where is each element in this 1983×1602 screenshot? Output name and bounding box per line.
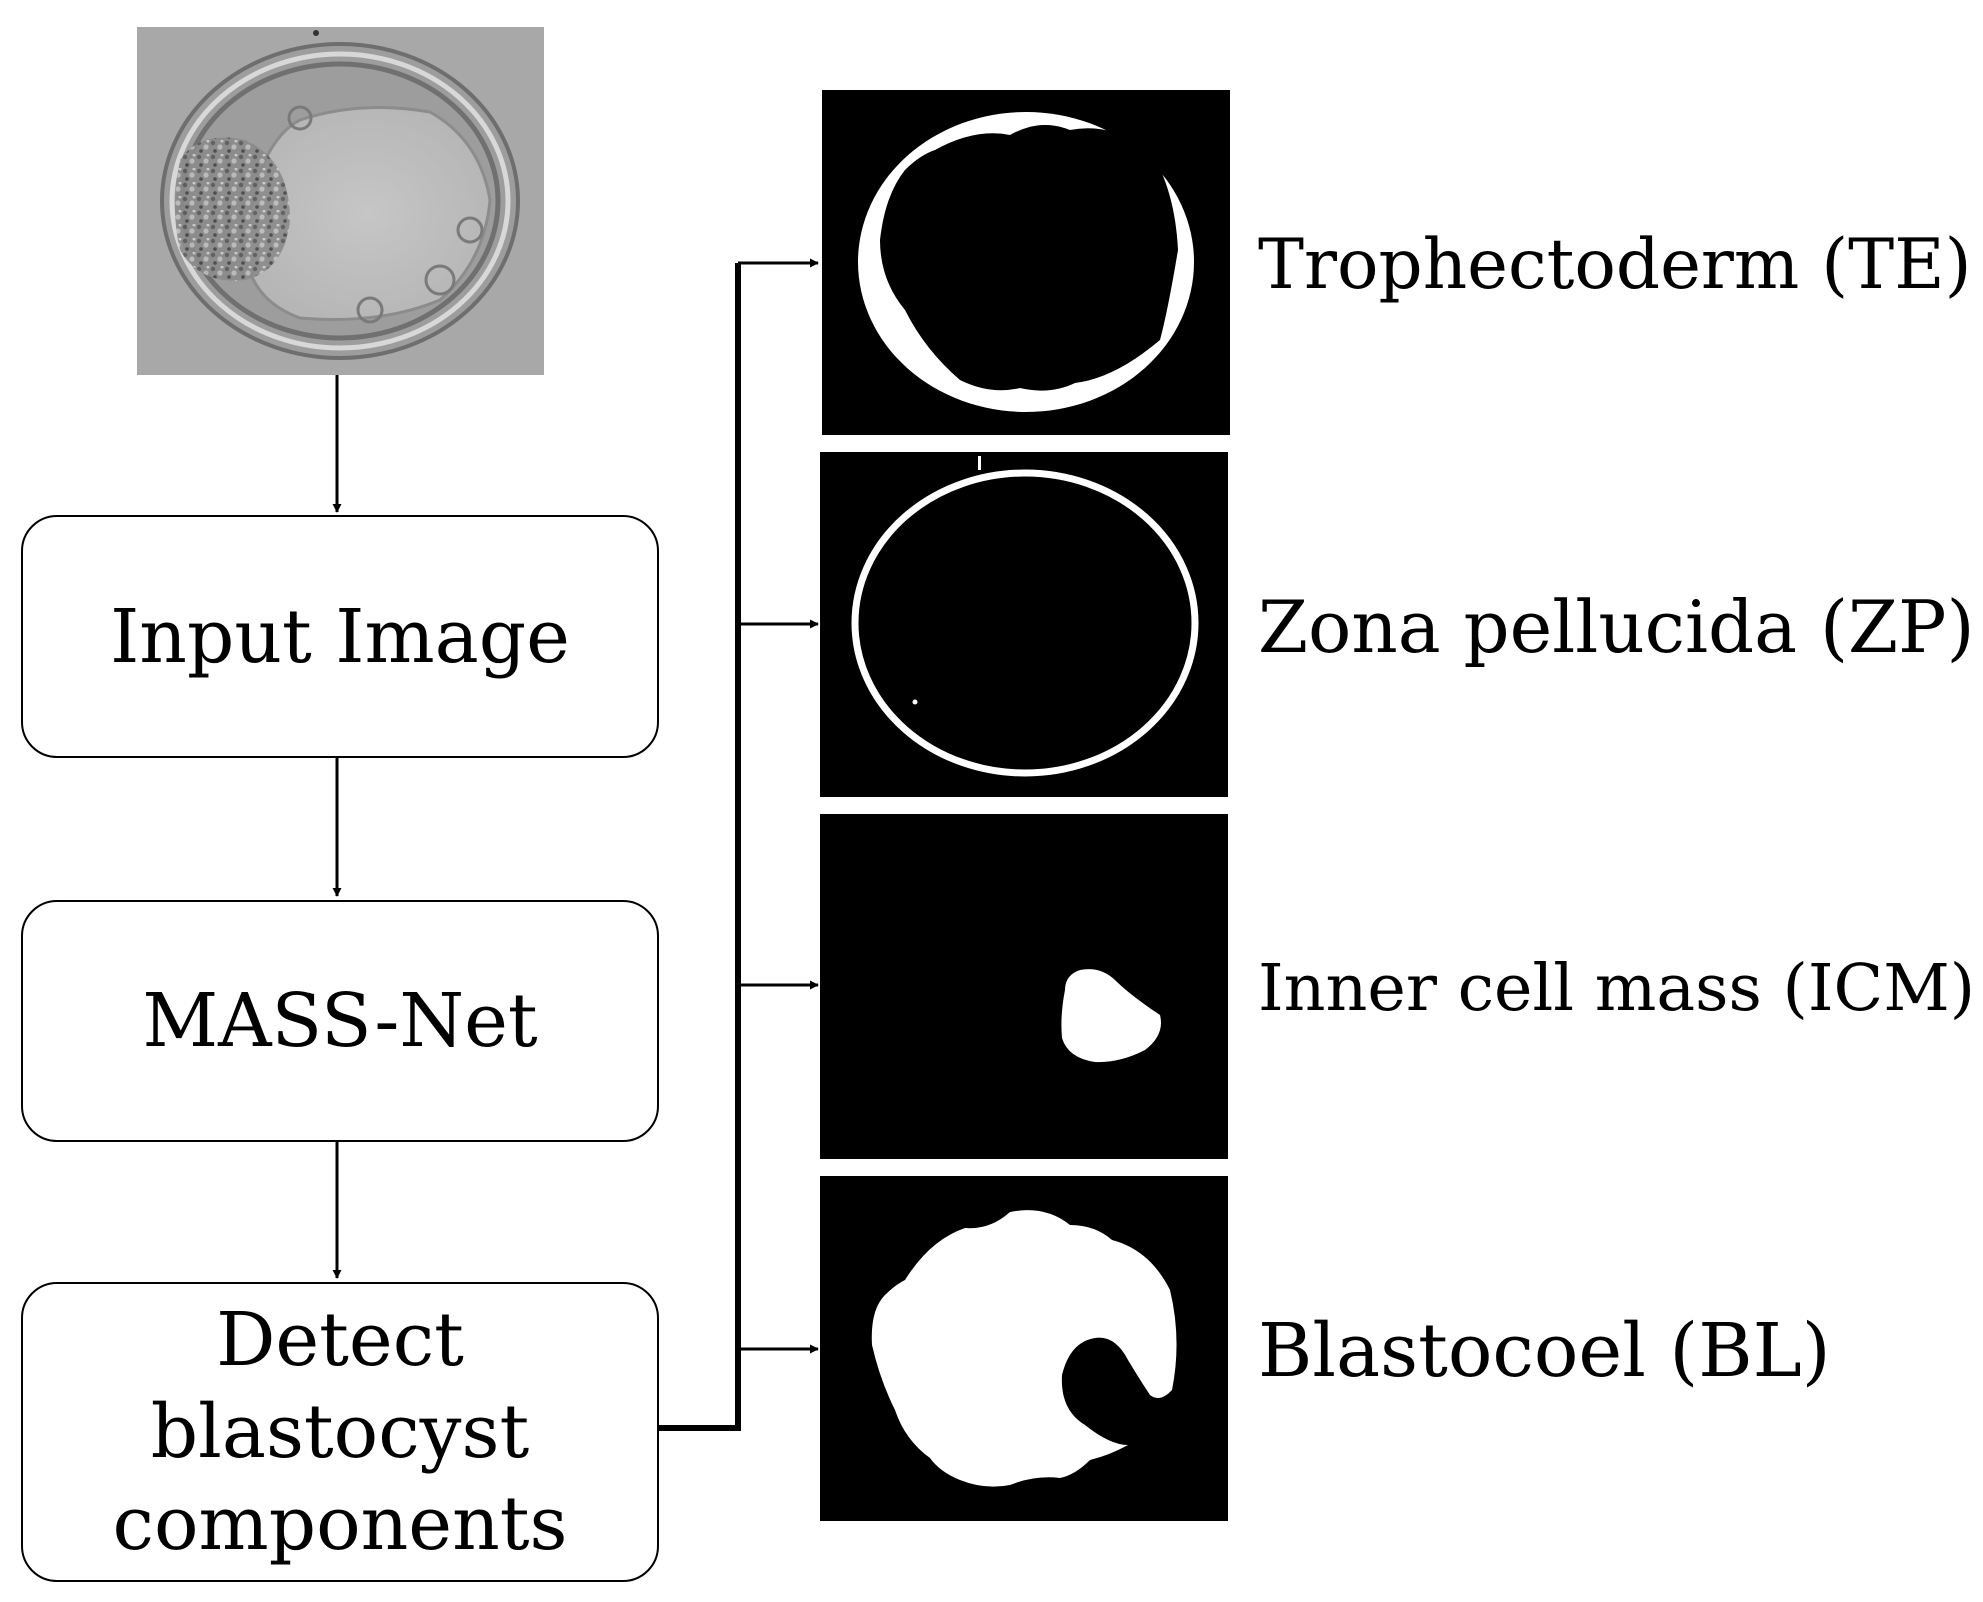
mass-net-box: MASS-Net <box>21 900 659 1142</box>
mask-zp <box>820 452 1228 797</box>
mask-te <box>822 90 1230 435</box>
detect-components-box: Detect blastocyst components <box>21 1282 659 1582</box>
output-label-zp: Zona pellucida (ZP) <box>1258 585 1975 669</box>
input-image-label: Input Image <box>110 593 570 680</box>
mask-icm <box>820 814 1228 1159</box>
mass-net-label: MASS-Net <box>142 978 538 1064</box>
output-label-te: Trophectoderm (TE) <box>1258 225 1972 305</box>
input-micrograph <box>137 27 544 375</box>
output-label-bl: Blastocoel (BL) <box>1258 1308 1831 1394</box>
mask-bl <box>820 1176 1228 1521</box>
branch-connector <box>658 258 819 1431</box>
detect-components-label: Detect blastocyst components <box>112 1297 568 1567</box>
input-image-box: Input Image <box>21 515 659 758</box>
output-label-icm: Inner cell mass (ICM) <box>1258 951 1976 1026</box>
